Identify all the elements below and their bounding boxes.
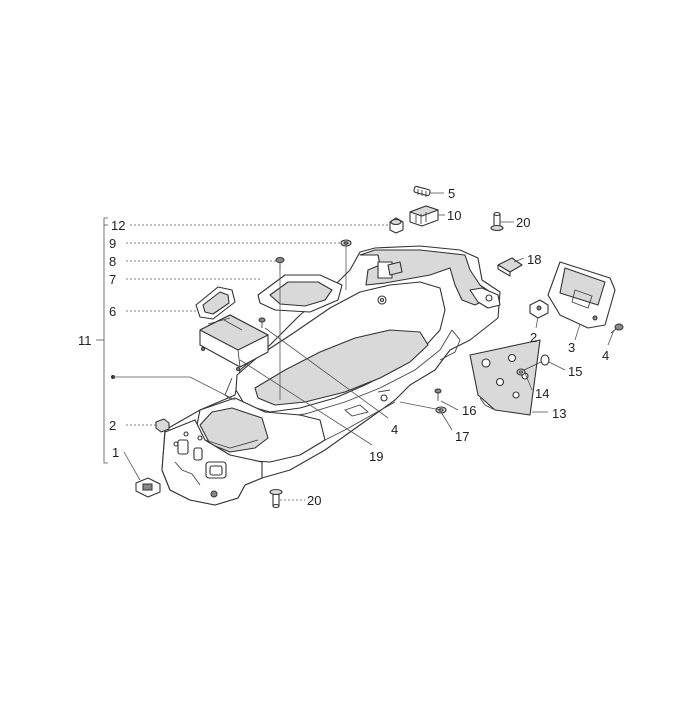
part-screw-8 bbox=[275, 257, 285, 270]
part-bracket-small bbox=[529, 299, 549, 319]
part-gasket bbox=[195, 286, 236, 320]
callout-9: 9 bbox=[109, 236, 116, 251]
part-spring-pin bbox=[413, 185, 431, 197]
callout-16: 16 bbox=[462, 403, 476, 418]
callout-1: 1 bbox=[112, 445, 119, 460]
callout-4-right: 4 bbox=[602, 348, 609, 363]
callout-3: 3 bbox=[568, 340, 575, 355]
callout-14: 14 bbox=[535, 386, 549, 401]
callout-20-top: 20 bbox=[516, 215, 530, 230]
callout-2-left: 2 bbox=[109, 418, 116, 433]
part-latch-block bbox=[409, 205, 439, 227]
callout-8: 8 bbox=[109, 254, 116, 269]
part-rivet-bottom bbox=[269, 488, 283, 509]
helmet-compartment bbox=[161, 245, 501, 506]
part-mud-flap bbox=[469, 339, 541, 416]
part-bolt bbox=[519, 354, 550, 373]
callout-10: 10 bbox=[447, 208, 461, 223]
callout-13: 13 bbox=[552, 406, 566, 421]
part-clip-small bbox=[155, 418, 170, 433]
callout-6: 6 bbox=[109, 304, 116, 319]
callout-17: 17 bbox=[455, 429, 469, 444]
callout-12: 12 bbox=[111, 218, 125, 233]
part-washer bbox=[516, 368, 526, 376]
callout-11: 11 bbox=[78, 333, 92, 348]
callout-labels: 12 9 8 7 6 11 2 1 5 10 20 18 2 3 4 15 14… bbox=[78, 186, 609, 508]
part-bracket-plate bbox=[547, 261, 616, 329]
part-pad bbox=[497, 257, 523, 277]
part-screw-small bbox=[258, 317, 266, 328]
callout-5: 5 bbox=[448, 186, 455, 201]
callout-4-middle: 4 bbox=[391, 422, 398, 437]
callout-19: 19 bbox=[369, 449, 383, 464]
part-screw-16 bbox=[434, 388, 442, 401]
part-screw-9 bbox=[340, 239, 352, 247]
callout-7: 7 bbox=[109, 272, 116, 287]
callout-20-bottom: 20 bbox=[307, 493, 321, 508]
callout-2-right: 2 bbox=[530, 330, 537, 345]
part-rivet-top bbox=[490, 211, 504, 232]
part-funnel-seal bbox=[257, 274, 343, 313]
callout-18: 18 bbox=[527, 252, 541, 267]
part-cover-lid bbox=[199, 314, 269, 371]
part-nut-12 bbox=[389, 217, 404, 234]
part-screw-right bbox=[610, 323, 624, 334]
callout-15: 15 bbox=[568, 364, 582, 379]
part-clip-nut bbox=[135, 477, 161, 498]
leader-lines bbox=[96, 192, 615, 501]
